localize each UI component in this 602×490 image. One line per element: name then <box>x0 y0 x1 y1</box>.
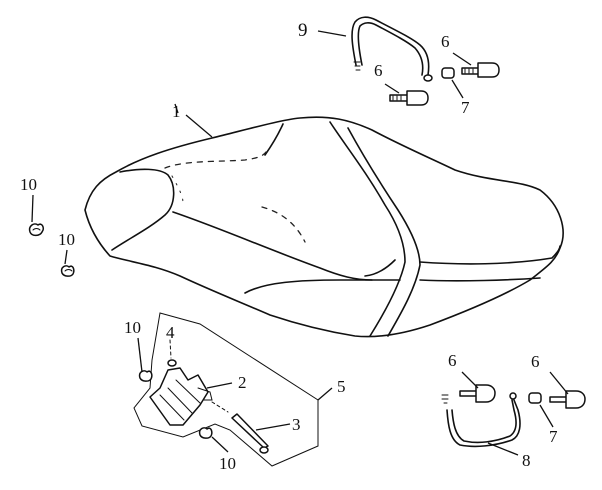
leader-6-bottom-right <box>549 371 569 395</box>
lock-rod-part-3 <box>211 401 269 454</box>
collar-part-7-bottom <box>528 392 542 404</box>
leader-6-bottom-left <box>461 371 479 389</box>
leader-6-top-left <box>384 83 400 94</box>
leader-10-lock-lower <box>211 436 229 453</box>
callout-9: 9 <box>298 20 308 41</box>
lock-bolt-part-4 <box>167 359 177 367</box>
callout-10-left: 10 <box>58 230 75 249</box>
collar-part-7-top <box>441 67 455 79</box>
callout-4: 4 <box>166 323 175 342</box>
callout-3: 3 <box>292 415 301 434</box>
leader-6-top-right <box>452 52 472 66</box>
leader-1 <box>185 114 213 138</box>
leader-5 <box>317 387 333 401</box>
callout-6-bottom-right: 6 <box>531 352 540 371</box>
leader-2 <box>206 382 233 389</box>
callout-7-bottom: 7 <box>549 427 558 446</box>
seat-lock-part-2 <box>149 367 213 426</box>
bolt-part-6-top-right <box>461 62 500 78</box>
callout-8: 8 <box>522 451 531 470</box>
seat-part <box>84 116 564 338</box>
callout-10-far-left: 10 <box>20 175 37 194</box>
leader-7-top <box>451 79 464 99</box>
bolt-part-6-top-left <box>389 90 429 106</box>
clip-part-10-far-left <box>28 223 44 237</box>
callout-10-lock-lower: 10 <box>219 454 236 473</box>
leader-3 <box>255 423 291 431</box>
bolt-part-6-bottom-left <box>459 384 496 403</box>
leader-7-bottom <box>539 404 554 428</box>
rear-grab-rail-part-8 <box>441 392 521 448</box>
callout-7-top: 7 <box>461 98 470 117</box>
callout-6-top-right: 6 <box>441 32 450 51</box>
clip-part-10-left <box>60 265 75 277</box>
leader-1-tick <box>174 103 179 114</box>
clip-part-10-lock-upper <box>138 370 153 382</box>
callout-10-lock-upper: 10 <box>124 318 141 337</box>
leader-8 <box>487 442 519 456</box>
leader-9 <box>317 30 347 37</box>
leader-10-far-left <box>31 194 34 223</box>
callout-1: 1 <box>172 102 181 121</box>
callout-6-top-left: 6 <box>374 61 383 80</box>
leader-4 <box>169 339 172 359</box>
grab-handle-part-9 <box>351 16 433 82</box>
bolt-part-6-bottom-right <box>549 390 586 409</box>
leader-10-lock-upper <box>137 337 143 373</box>
callout-2: 2 <box>238 373 247 392</box>
callout-6-bottom-left: 6 <box>448 351 457 370</box>
clip-part-10-lock-lower <box>198 427 213 439</box>
callout-5: 5 <box>337 377 346 396</box>
leader-10-left <box>64 249 68 265</box>
